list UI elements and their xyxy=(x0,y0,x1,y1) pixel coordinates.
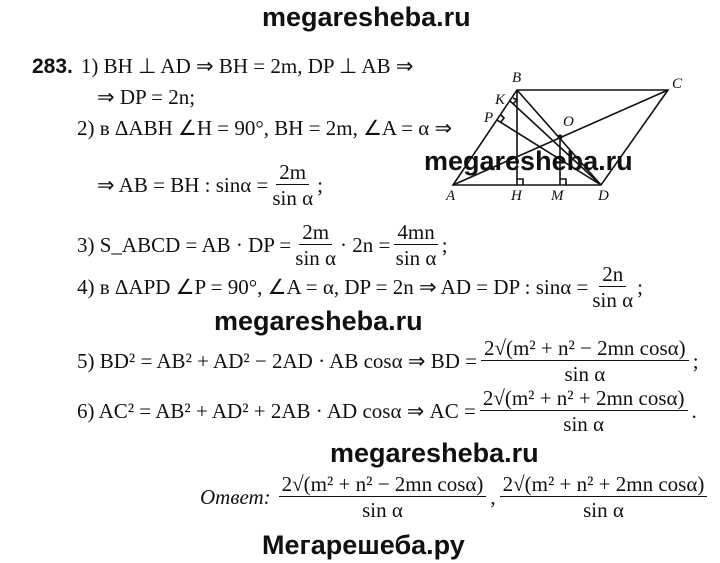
watermark-mid1: megaresheba.ru xyxy=(424,146,633,176)
label-b: B xyxy=(512,70,522,86)
segment-kd xyxy=(509,100,602,186)
step-2: 2) в ΔABH ∠H = 90°, BH = 2m, ∠A = α ⇒ xyxy=(77,116,453,140)
watermark-mid2: megaresheba.ru xyxy=(214,306,423,336)
watermark-bottom: Мегарешеба.ру xyxy=(262,530,465,560)
right-angle-p xyxy=(499,114,506,124)
label-a: A xyxy=(446,188,456,204)
point-o xyxy=(557,134,563,140)
label-k: K xyxy=(495,92,506,108)
step-4: 4) в ΔAPD ∠P = 90°, ∠A = α, DP = 2n ⇒ AD… xyxy=(77,262,643,312)
step-5: 5) BD² = AB² + AD² − 2AD · AB cosα ⇒ BD … xyxy=(77,336,699,386)
label-d: D xyxy=(598,188,609,204)
label-p: P xyxy=(484,110,494,126)
watermark-top: megaresheba.ru xyxy=(262,2,471,32)
step-1-cont: ⇒ DP = 2n; xyxy=(97,85,196,109)
segment-pd xyxy=(496,119,602,186)
right-angle-k xyxy=(512,97,519,105)
step-6: 6) AC² = AB² + AD² + 2AB · AD cosα ⇒ AC … xyxy=(77,386,697,436)
right-angle-m xyxy=(560,178,567,185)
step-1: 283.1) BH ⊥ AD ⇒ BH = 2m, DP ⊥ AB ⇒ xyxy=(32,54,414,78)
label-o: O xyxy=(563,114,574,130)
right-angle-h xyxy=(517,178,524,185)
answer: Ответ:2√(m² + n² − 2mn cosα)sin α,2√(m² … xyxy=(200,472,711,523)
label-c: C xyxy=(672,76,683,92)
label-m: M xyxy=(551,188,564,204)
watermark-mid3: megaresheba.ru xyxy=(330,438,539,468)
label-h: H xyxy=(511,188,522,204)
